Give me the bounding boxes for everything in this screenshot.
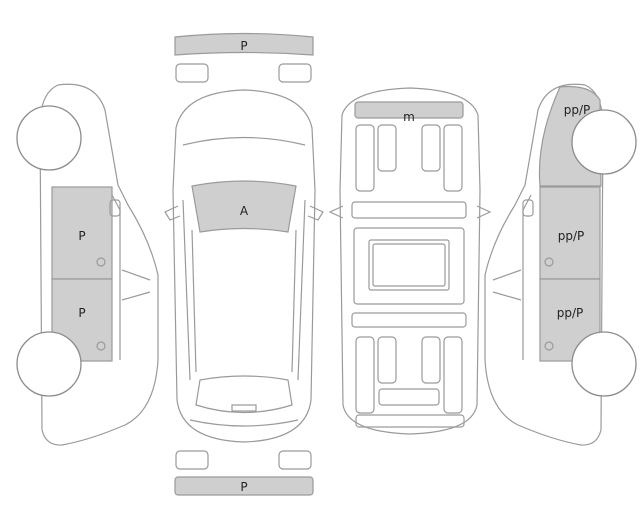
front-left-light <box>175 63 209 83</box>
front-crossbar <box>351 201 467 219</box>
left-mirror-side <box>109 199 121 217</box>
right-front-door-panel[interactable] <box>539 186 601 280</box>
rear-plate <box>231 404 257 412</box>
rear-bumper-panel[interactable] <box>174 476 314 496</box>
windshield-panel[interactable] <box>191 180 297 233</box>
front-left-seat-inner <box>377 124 397 172</box>
left-rear-handle <box>96 341 106 351</box>
right-window-lines <box>492 269 522 301</box>
rear-window <box>195 375 293 414</box>
left-mirror <box>164 205 181 221</box>
rear-right-light <box>278 450 312 470</box>
rear-left-seat-inner <box>377 336 397 384</box>
top-view-body-outline <box>172 89 316 443</box>
front-bumper-label: P <box>240 39 247 53</box>
interior-right-mirror <box>476 205 492 219</box>
left-front-door-label: P <box>78 229 85 243</box>
right-side-body-outline <box>484 83 604 446</box>
rear-bumper-label: P <box>240 480 247 494</box>
rear-panel-strip <box>355 414 465 428</box>
sunroof-inner <box>372 243 446 287</box>
left-rear-wheel <box>16 331 82 397</box>
left-window-lines <box>121 269 151 301</box>
right-front-handle <box>544 257 554 267</box>
rear-right-seat-inner <box>421 336 441 384</box>
roof-front-panel[interactable] <box>354 101 464 119</box>
right-rear-handle <box>544 341 554 351</box>
interior-body-outline <box>339 87 481 435</box>
top-view-car: A <box>164 89 324 443</box>
rear-left-seat-outer <box>355 336 375 414</box>
right-mirror-side <box>522 199 534 217</box>
right-side-line-2 <box>291 229 297 373</box>
front-right-light <box>278 63 312 83</box>
right-rear-door-label: pp/P <box>557 306 584 320</box>
right-front-wheel <box>571 109 637 175</box>
front-bumper-area: P <box>174 32 314 83</box>
hood-line <box>182 136 306 146</box>
right-front-door-label: pp/P <box>558 229 585 243</box>
right-side-line-1 <box>297 199 306 381</box>
right-mirror <box>307 205 324 221</box>
windshield-label: A <box>240 204 249 218</box>
rear-crossbar <box>351 312 467 328</box>
right-side-view-car: pp/P pp/P pp/P <box>484 83 637 446</box>
rear-shelf <box>378 388 440 406</box>
sunroof-outline <box>368 239 450 291</box>
front-right-seat-inner <box>421 124 441 172</box>
interior-view-car: m <box>328 87 492 435</box>
left-front-wheel <box>16 105 82 171</box>
left-side-line-2 <box>191 229 197 373</box>
front-left-seat-outer <box>355 124 375 192</box>
right-pillar-line <box>522 194 532 360</box>
left-side-body-outline <box>39 83 159 446</box>
left-rear-door-label: P <box>78 306 85 320</box>
right-rear-wheel <box>571 331 637 397</box>
right-rear-fender-label: pp/P <box>564 103 591 117</box>
roof-front-label: m <box>403 110 415 124</box>
rear-bumper-area: P <box>174 450 314 496</box>
left-side-view-car: P P <box>16 83 159 446</box>
interior-left-mirror <box>328 205 344 219</box>
left-pillar-line <box>111 194 121 360</box>
left-front-handle <box>96 257 106 267</box>
front-right-seat-outer <box>443 124 463 192</box>
center-floor-area <box>353 227 465 305</box>
front-bumper-panel[interactable] <box>174 32 314 56</box>
left-side-line-1 <box>182 199 191 381</box>
rear-right-seat-outer <box>443 336 463 414</box>
trunk-line <box>189 419 299 427</box>
left-front-door-panel[interactable] <box>51 186 113 280</box>
rear-left-light <box>175 450 209 470</box>
